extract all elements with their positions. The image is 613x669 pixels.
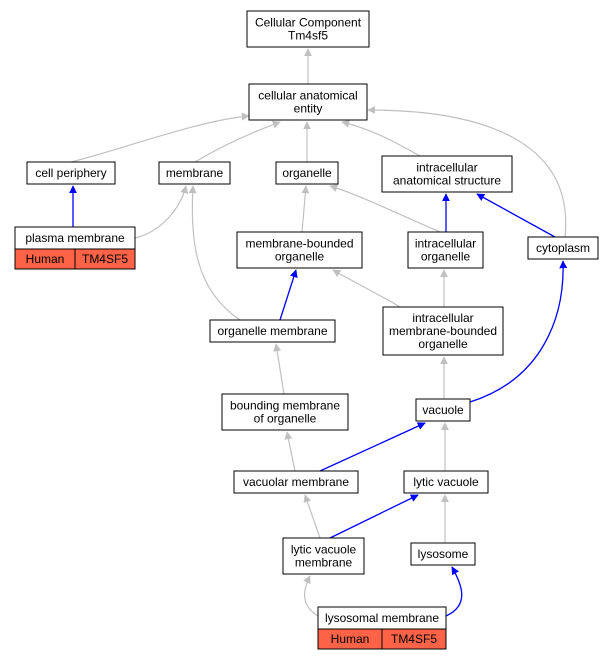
node-box — [209, 319, 336, 343]
node-box — [275, 161, 339, 185]
node-box — [415, 398, 471, 422]
node-membrane[interactable]: membrane — [158, 161, 231, 185]
node-label: cytoplasm — [536, 241, 590, 255]
node-label: plasma membrane — [25, 231, 125, 245]
edge-vm-to-vac — [319, 422, 426, 472]
node-label: vacuolar membrane — [243, 475, 349, 489]
node-box — [527, 236, 599, 260]
svg-text:TM4SF5: TM4SF5 — [82, 252, 128, 266]
node-label: intracellular — [412, 311, 473, 325]
node-label: organelle — [418, 337, 468, 351]
node-label: of organelle — [254, 412, 317, 426]
node-box — [26, 161, 116, 185]
node-label: Tm4sf5 — [288, 29, 328, 43]
node-lv[interactable]: lytic vacuole — [403, 470, 489, 494]
edge-pm-to-membrane — [134, 185, 189, 239]
annotation-gene: TM4SF5 — [74, 248, 136, 270]
edge-lvm-to-vm — [303, 494, 321, 539]
edge-om-to-mbo — [279, 269, 298, 321]
node-label: cellular anatomical — [258, 89, 357, 103]
node-box — [248, 83, 368, 121]
node-label: intracellular — [415, 237, 476, 251]
node-label: cell periphery — [35, 166, 106, 180]
node-label: bounding membrane — [230, 399, 340, 413]
node-box — [403, 470, 489, 494]
node-label: entity — [294, 102, 323, 116]
svg-text:Human: Human — [331, 632, 370, 646]
edges-layer — [69, 48, 568, 617]
node-label: lytic vacuole — [413, 475, 479, 489]
node-box — [381, 155, 513, 193]
annotation-species: Human — [317, 628, 383, 650]
node-box — [410, 542, 476, 566]
edge-vm-to-bmo — [284, 431, 296, 472]
node-label: organelle — [421, 250, 471, 264]
edge-imbo-to-mbo — [332, 269, 401, 308]
edge-periphery-to-cae — [70, 112, 250, 163]
node-label: vacuole — [422, 403, 464, 417]
node-label: membrane — [295, 556, 353, 570]
node-box — [407, 231, 484, 269]
edge-lvm-to-lv — [329, 494, 419, 539]
edge-bmo-to-om — [273, 343, 285, 395]
node-box — [233, 470, 359, 494]
node-box — [282, 537, 365, 575]
edge-lm-to-lyso — [445, 566, 463, 617]
node-periphery[interactable]: cell periphery — [26, 161, 116, 185]
annotation-species: Human — [14, 248, 76, 270]
node-label: membrane-bounded — [245, 237, 353, 251]
svg-text:Human: Human — [26, 252, 65, 266]
node-om[interactable]: organelle membrane — [209, 319, 336, 343]
node-label: organelle — [282, 166, 332, 180]
node-label: organelle membrane — [217, 324, 327, 338]
edge-lm-to-lvm — [303, 575, 319, 617]
node-label: lysosomal membrane — [325, 611, 439, 625]
node-label: organelle — [275, 250, 325, 264]
annotation-gene: TM4SF5 — [381, 628, 447, 650]
node-label: membrane — [166, 166, 224, 180]
node-box — [236, 231, 363, 269]
node-label: membrane-bounded — [389, 324, 497, 338]
node-box — [221, 393, 349, 431]
node-label: intracellular — [416, 161, 477, 175]
node-vm[interactable]: vacuolar membrane — [233, 470, 359, 494]
node-box — [246, 10, 370, 48]
edge-vac-to-cyto — [469, 260, 568, 403]
node-box — [382, 306, 504, 356]
node-label: lytic vacuole — [291, 543, 357, 557]
node-vac[interactable]: vacuole — [415, 398, 471, 422]
edge-om-to-membrane — [188, 185, 241, 321]
edge-cyto-to-cae — [367, 106, 567, 238]
edge-membrane-to-cae — [194, 120, 281, 163]
edge-mbo-to-organelle — [301, 185, 310, 233]
edge-ias-to-cae — [341, 119, 421, 157]
edge-io-to-organelle — [329, 184, 441, 233]
edge-cyto-to-ias — [476, 193, 556, 238]
node-box — [158, 161, 231, 185]
node-organelle[interactable]: organelle — [275, 161, 339, 185]
node-label: Cellular Component — [255, 16, 362, 30]
node-label: anatomical structure — [393, 174, 501, 188]
node-label: lysosome — [418, 547, 469, 561]
node-cyto[interactable]: cytoplasm — [527, 236, 599, 260]
svg-text:TM4SF5: TM4SF5 — [391, 632, 437, 646]
node-lyso[interactable]: lysosome — [410, 542, 476, 566]
